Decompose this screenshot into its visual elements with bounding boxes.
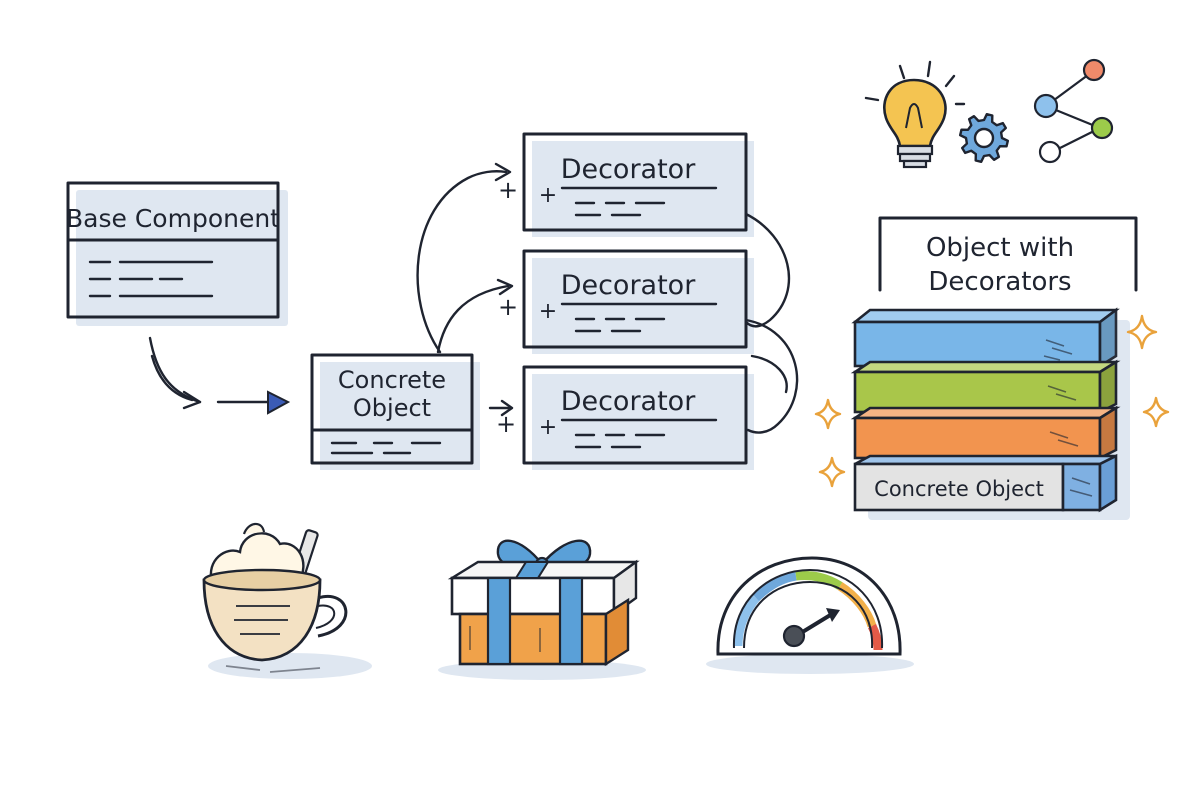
stack-base-label: Concrete Object: [874, 477, 1044, 501]
concrete-object-box: Concrete Object: [310, 353, 480, 470]
decorator-loops: [744, 212, 799, 434]
lightbulb-icon: [864, 60, 966, 169]
stack-layer-green: [850, 359, 1121, 415]
inheritance-arrow: [148, 336, 291, 415]
gift-box-icon: [438, 539, 646, 680]
decorator-label-1: Decorator: [561, 154, 697, 185]
concrete-object-title-line2: Object: [353, 394, 431, 422]
coffee-cup-icon: [202, 522, 372, 679]
wrap-arrows: + + +: [416, 162, 518, 438]
object-with-decorators: Object with Decorators: [814, 216, 1170, 520]
stack-base-concrete-object: Concrete Object: [853, 453, 1118, 513]
stack-layer-blue: [851, 307, 1120, 369]
decorator-box-1: Decorator +: [522, 132, 754, 237]
speedometer-icon: [706, 556, 914, 674]
decorator-box-3: Decorator +: [522, 365, 754, 470]
result-title-line2: Decorators: [928, 267, 1071, 297]
decorator-label-2: Decorator: [561, 270, 697, 301]
result-title-line1: Object with: [926, 233, 1074, 263]
gear-icon: [958, 112, 1010, 164]
decorator-plus-1: +: [539, 183, 557, 208]
decorator-label-3: Decorator: [561, 386, 697, 417]
sparkle-icons: [814, 314, 1170, 488]
base-component-title: Base Component: [66, 204, 280, 233]
stack-layer-orange: [850, 405, 1121, 461]
outer-plus-2: +: [498, 293, 518, 321]
concrete-object-title-line1: Concrete: [338, 366, 446, 394]
nodes-icon: [1033, 58, 1114, 164]
decorator-box-2: Decorator +: [522, 249, 754, 354]
decorator-plus-3: +: [539, 415, 557, 440]
base-component-box: Base Component: [66, 181, 288, 326]
outer-plus-3: +: [496, 410, 516, 438]
outer-plus-1: +: [498, 176, 518, 204]
decorator-plus-2: +: [539, 299, 557, 324]
